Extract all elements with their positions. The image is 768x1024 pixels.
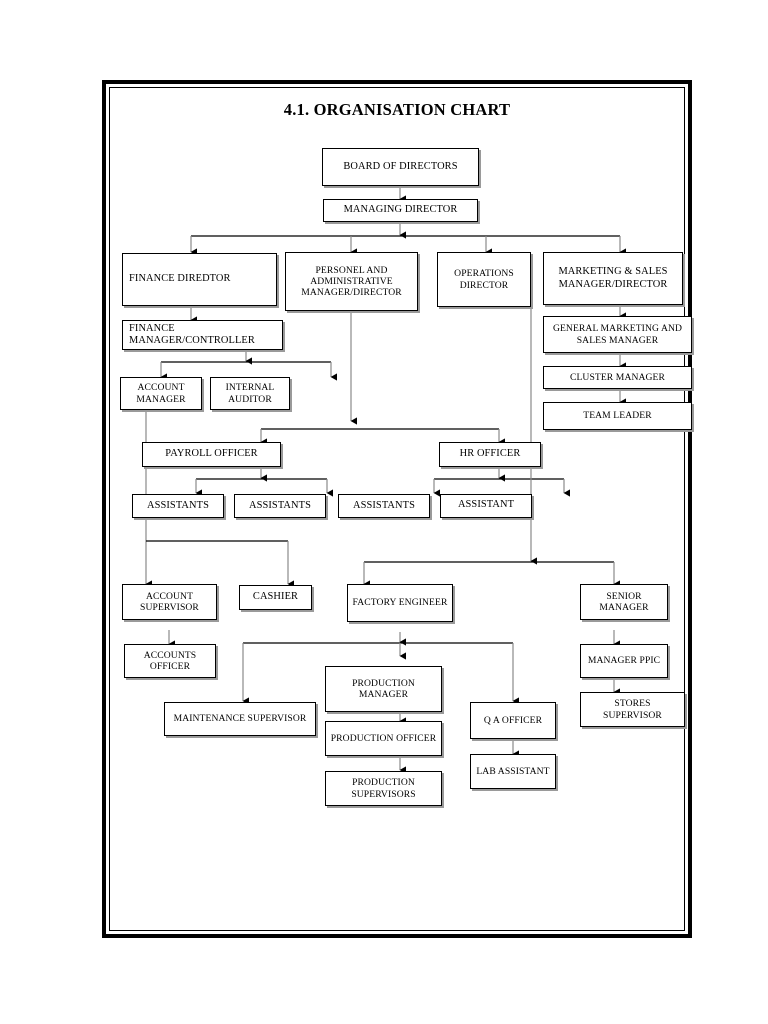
node-internal-auditor[interactable]: INTERNAL AUDITOR	[210, 377, 290, 410]
node-accounts-officer[interactable]: ACCOUNTS OFFICER	[124, 644, 216, 678]
node-assistant-hr-2[interactable]: ASSISTANT ..	[440, 494, 532, 518]
node-production-manager[interactable]: PRODUCTION MANAGER	[325, 666, 442, 712]
node-finance-manager-controller[interactable]: FINANCE MANAGER/CONTROLLER	[122, 320, 283, 350]
document-page: 4.1. ORGANISATION CHART	[102, 80, 692, 938]
node-account-manager[interactable]: ACCOUNT MANAGER	[120, 377, 202, 410]
node-production-supervisors[interactable]: PRODUCTION SUPERVISORS	[325, 771, 442, 806]
node-assistants-hr-1[interactable]: ASSISTANTS	[338, 494, 430, 518]
node-cluster-manager[interactable]: CLUSTER MANAGER	[543, 366, 692, 389]
node-assistants-payroll-1[interactable]: ASSISTANTS	[132, 494, 224, 518]
node-stores-supervisor[interactable]: STORES SUPERVISOR	[580, 692, 685, 727]
node-account-supervisor[interactable]: ACCOUNT SUPERVISOR	[122, 584, 217, 620]
node-marketing-sales-manager-director[interactable]: MARKETING & SALES MANAGER/DIRECTOR	[543, 252, 683, 305]
node-lab-assistant[interactable]: LAB ASSISTANT	[470, 754, 556, 789]
node-finance-director[interactable]: FINANCE DIREDTOR	[122, 253, 277, 306]
page-title: 4.1. ORGANISATION CHART	[283, 100, 511, 119]
node-production-officer[interactable]: PRODUCTION OFFICER	[325, 721, 442, 756]
node-maintenance-supervisor[interactable]: MAINTENANCE SUPERVISOR	[164, 702, 316, 736]
node-board-of-directors[interactable]: BOARD OF DIRECTORS	[322, 148, 479, 186]
node-operations-director[interactable]: OPERATIONS DIRECTOR	[437, 252, 531, 307]
node-general-marketing-and-sales-manager[interactable]: GENERAL MARKETING AND SALES MANAGER	[543, 316, 692, 353]
node-qa-officer[interactable]: Q A OFFICER	[470, 702, 556, 739]
node-personel-administrative-manager-director[interactable]: PERSONEL AND ADMINISTRATIVE MANAGER/DIRE…	[285, 252, 418, 311]
node-assistants-payroll-2[interactable]: ASSISTANTS	[234, 494, 326, 518]
node-senior-manager[interactable]: SENIOR MANAGER	[580, 584, 668, 620]
node-cashier[interactable]: CASHIER	[239, 585, 312, 610]
node-managing-director[interactable]: MANAGING DIRECTOR	[323, 199, 478, 222]
node-team-leader[interactable]: TEAM LEADER	[543, 402, 692, 430]
connector-lines	[145, 186, 626, 774]
node-payroll-officer[interactable]: PAYROLL OFFICER	[142, 442, 281, 467]
node-assistant-clipped-line: ..	[441, 513, 531, 518]
node-factory-engineer[interactable]: FACTORY ENGINEER	[347, 584, 453, 622]
node-manager-ppic[interactable]: MANAGER PPIC	[580, 644, 668, 678]
node-hr-officer[interactable]: HR OFFICER	[439, 442, 541, 467]
